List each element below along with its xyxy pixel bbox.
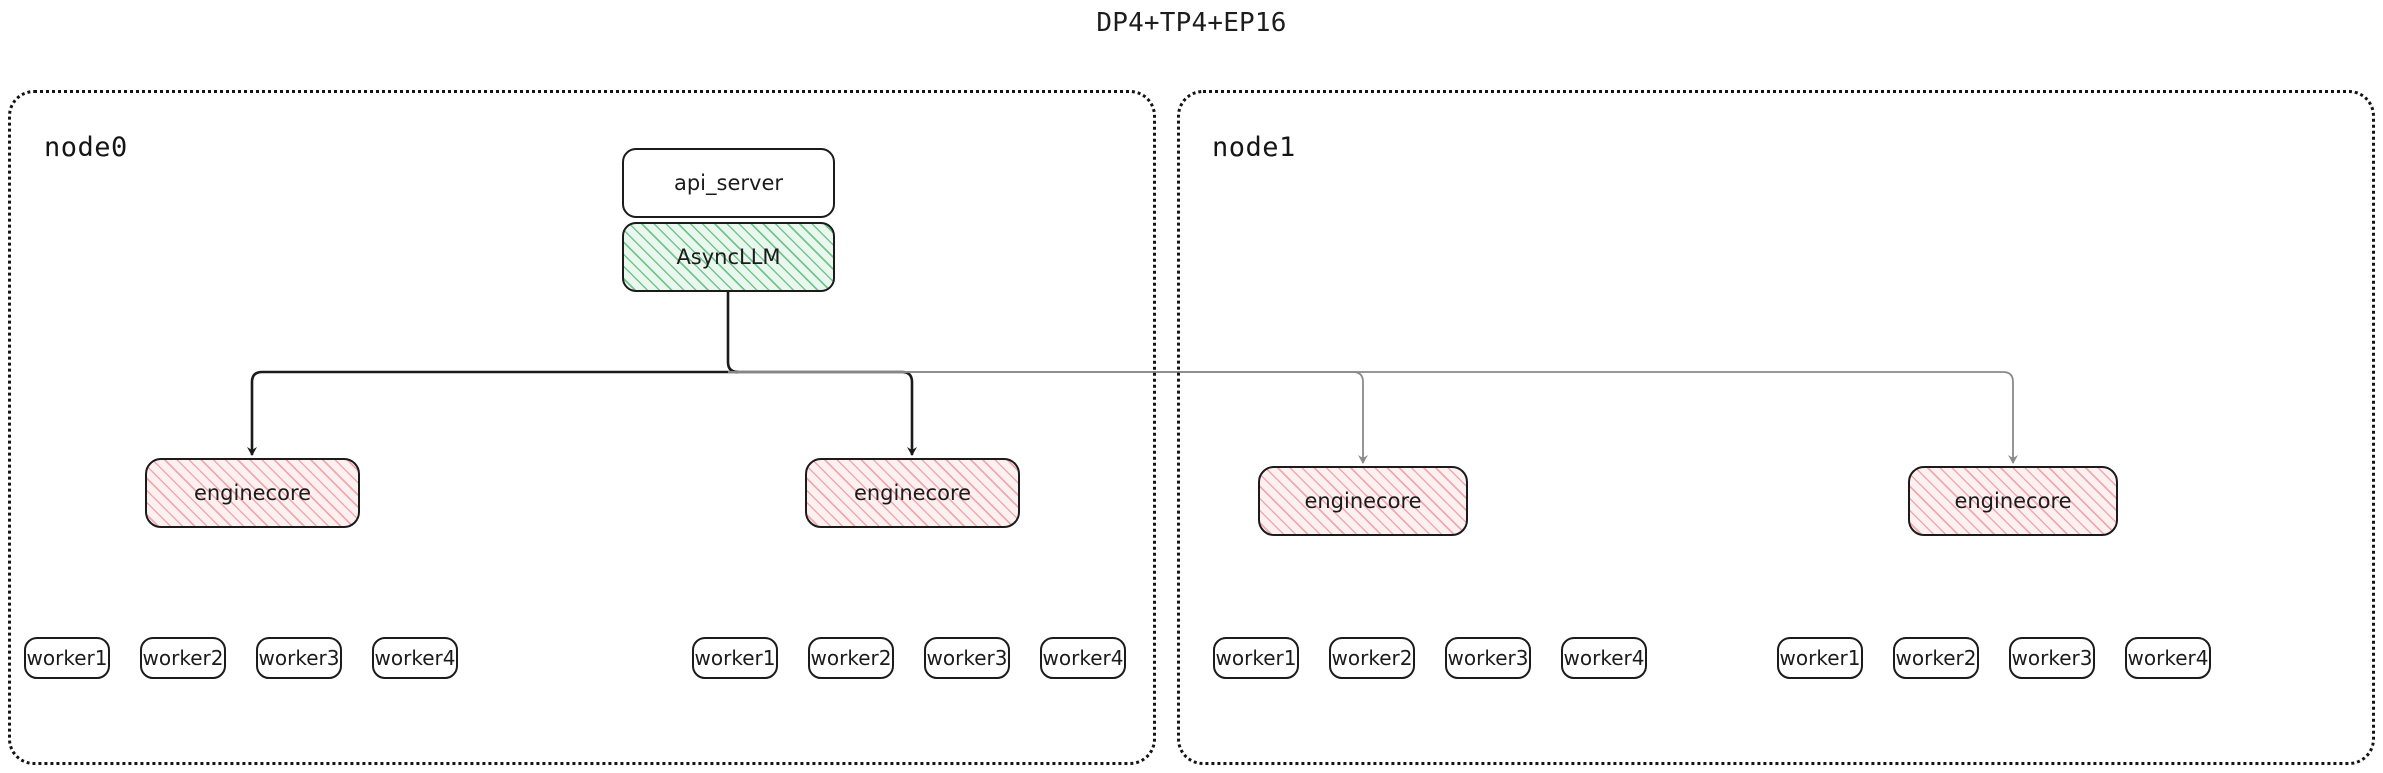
enginecore-box-ec3-label: enginecore bbox=[1954, 488, 2072, 513]
worker-box-wg3-4[interactable]: worker4 bbox=[2125, 637, 2211, 679]
worker-box-wg3-3-label: worker3 bbox=[2011, 646, 2093, 670]
node-group-node0 bbox=[8, 90, 1156, 765]
enginecore-box-ec2[interactable]: enginecore bbox=[1258, 466, 1468, 536]
worker-box-wg2-2-label: worker2 bbox=[1331, 646, 1413, 670]
enginecore-box-ec0[interactable]: enginecore bbox=[145, 458, 360, 528]
enginecore-box-ec1[interactable]: enginecore bbox=[805, 458, 1020, 528]
worker-box-wg1-2-label: worker2 bbox=[810, 646, 892, 670]
worker-box-wg2-3-label: worker3 bbox=[1447, 646, 1529, 670]
async-llm-box[interactable]: AsyncLLM bbox=[622, 222, 835, 292]
worker-box-wg2-3[interactable]: worker3 bbox=[1445, 637, 1531, 679]
enginecore-box-ec1-label: enginecore bbox=[853, 480, 972, 505]
node-group-label-node1: node1 bbox=[1212, 132, 1296, 163]
worker-box-wg0-2[interactable]: worker2 bbox=[140, 637, 226, 679]
node-group-node1 bbox=[1177, 90, 2375, 765]
worker-box-wg0-3[interactable]: worker3 bbox=[256, 637, 342, 679]
worker-box-wg3-4-label: worker4 bbox=[2127, 646, 2209, 670]
worker-box-wg2-1-label: worker1 bbox=[1215, 646, 1297, 670]
enginecore-box-ec2-label: enginecore bbox=[1304, 488, 1422, 513]
worker-box-wg1-1[interactable]: worker1 bbox=[692, 637, 778, 679]
enginecore-box-ec3[interactable]: enginecore bbox=[1908, 466, 2118, 536]
worker-box-wg0-4[interactable]: worker4 bbox=[372, 637, 458, 679]
worker-box-wg3-2[interactable]: worker2 bbox=[1893, 637, 1979, 679]
worker-box-wg3-1-label: worker1 bbox=[1779, 646, 1861, 670]
page-title: DP4+TP4+EP16 bbox=[1096, 8, 1287, 38]
worker-box-wg0-1-label: worker1 bbox=[26, 646, 108, 670]
worker-box-wg0-2-label: worker2 bbox=[142, 646, 224, 670]
worker-box-wg1-3[interactable]: worker3 bbox=[924, 637, 1010, 679]
worker-box-wg2-2[interactable]: worker2 bbox=[1329, 637, 1415, 679]
worker-box-wg1-4-label: worker4 bbox=[1042, 646, 1124, 670]
worker-box-wg1-2[interactable]: worker2 bbox=[808, 637, 894, 679]
worker-box-wg2-1[interactable]: worker1 bbox=[1213, 637, 1299, 679]
node-group-label-node0: node0 bbox=[44, 132, 128, 163]
worker-box-wg3-2-label: worker2 bbox=[1895, 646, 1977, 670]
worker-box-wg2-4-label: worker4 bbox=[1563, 646, 1645, 670]
worker-box-wg0-4-label: worker4 bbox=[374, 646, 456, 670]
worker-box-wg0-1[interactable]: worker1 bbox=[24, 637, 110, 679]
api-server-box-label: api_server bbox=[673, 170, 783, 195]
worker-box-wg1-1-label: worker1 bbox=[694, 646, 776, 670]
worker-box-wg1-3-label: worker3 bbox=[926, 646, 1008, 670]
enginecore-box-ec0-label: enginecore bbox=[193, 480, 312, 505]
worker-box-wg1-4[interactable]: worker4 bbox=[1040, 637, 1126, 679]
worker-box-wg0-3-label: worker3 bbox=[258, 646, 340, 670]
worker-box-wg3-1[interactable]: worker1 bbox=[1777, 637, 1863, 679]
worker-box-wg3-3[interactable]: worker3 bbox=[2009, 637, 2095, 679]
worker-box-wg2-4[interactable]: worker4 bbox=[1561, 637, 1647, 679]
api-server-box[interactable]: api_server bbox=[622, 148, 835, 218]
async-llm-box-label: AsyncLLM bbox=[676, 244, 781, 269]
